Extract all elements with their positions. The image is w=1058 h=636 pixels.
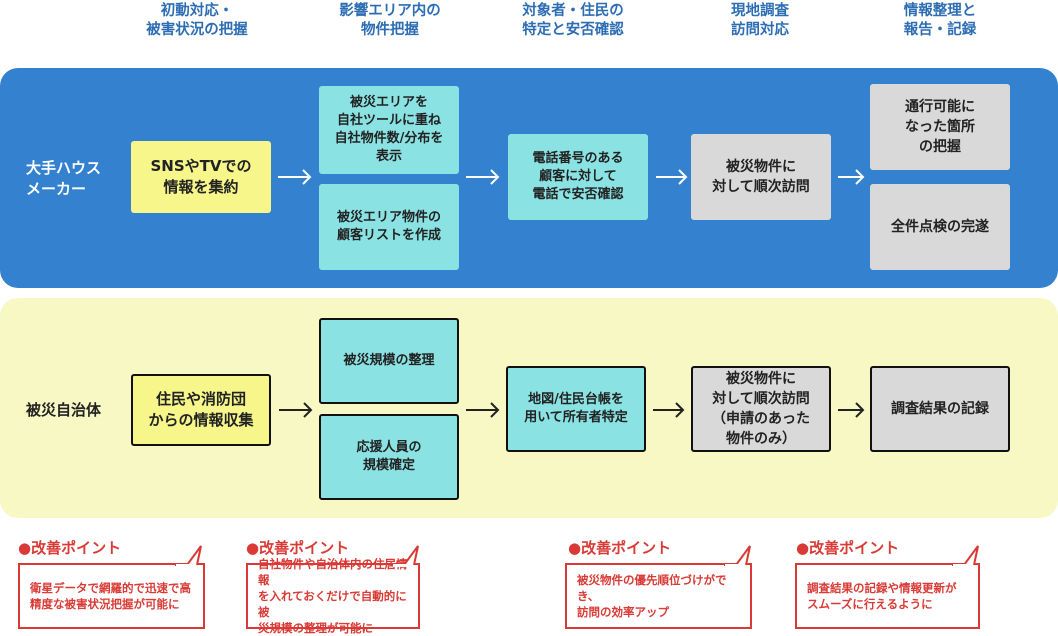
callout-tail-icon (950, 543, 982, 571)
lane-label-municipality: 被災自治体 (26, 401, 102, 419)
step-visit-applied: 被災物件に 対して順次訪問 （申請のあった 物件のみ） (691, 366, 831, 452)
step-identify-owner: 地図/住民台帳を 用いて所有者特定 (506, 366, 646, 452)
step-overlay-area: 被災エリアを 自社ツールに重ね 自社物件数/分布を 表示 (319, 86, 459, 174)
callout-box-2: 自社物件や自治体内の住居情報 を入れておくだけで自動的に被 災規模の整理が可能に (246, 557, 420, 635)
callout-title-3: ●改善ポイント (568, 539, 672, 557)
flow-arrow-icon (838, 402, 865, 422)
callout-tail-icon (390, 543, 422, 571)
step-organize-scale: 被災規模の整理 (319, 318, 459, 404)
callout-box-3: 被災物件の優先順位づけができ、 訪問の効率アップ (565, 563, 752, 629)
callout-box-4: 調査結果の記録や情報更新が スムーズに行えるように (795, 563, 980, 629)
step-complete-inspection: 全件点検の完遂 (870, 184, 1010, 270)
flow-arrow-icon (653, 402, 685, 422)
callout-box-1: 衛星データで網羅的で迅速で高 精度な被害状況把握が可能に (18, 563, 205, 629)
callout-title-4: ●改善ポイント (796, 539, 900, 557)
flow-arrow-icon (279, 402, 313, 422)
phase-header-1: 初動対応・ 被害状況の把握 (146, 3, 248, 38)
step-collect-sns-tv: SNSやTVでの 情報を集約 (131, 141, 271, 213)
step-passable: 通行可能に なった箇所 の把握 (870, 84, 1010, 170)
step-support-staff: 応援人員の 規模確定 (319, 414, 459, 500)
flow-arrow-icon (466, 169, 500, 189)
flow-arrow-icon (838, 169, 865, 189)
callout-title-1: ●改善ポイント (18, 539, 122, 557)
flow-arrow-icon (656, 169, 688, 189)
flow-arrow-icon (278, 169, 312, 189)
step-customer-list: 被災エリア物件の 顧客リストを作成 (319, 184, 459, 270)
step-visit: 被災物件に 対して順次訪問 (691, 134, 831, 220)
step-record-results: 調査結果の記録 (870, 366, 1010, 452)
phase-header-2: 影響エリア内の 物件把握 (339, 3, 441, 38)
callout-tail-icon (173, 543, 205, 571)
phase-header-4: 現地調査 訪問対応 (731, 3, 789, 38)
flow-arrow-icon (466, 402, 500, 422)
lane-label-housemaker: 大手ハウス メーカー (26, 159, 102, 198)
step-phone-check: 電話番号のある 顧客に対して 電話で安否確認 (508, 134, 648, 220)
phase-header-5: 情報整理と 報告・記録 (903, 3, 977, 38)
callout-tail-icon (722, 543, 754, 571)
step-collect-residents: 住民や消防団 からの情報収集 (131, 374, 271, 446)
callout-title-2: ●改善ポイント (246, 539, 350, 557)
phase-header-3: 対象者・住民の 特定と安否確認 (522, 3, 624, 38)
